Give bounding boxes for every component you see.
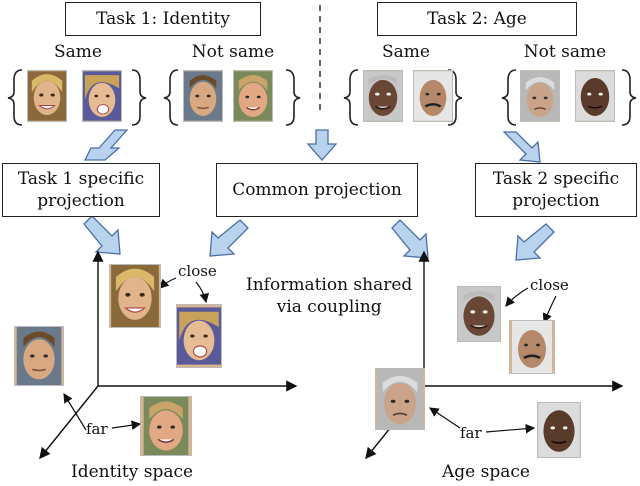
brace-left-3 — [343, 69, 359, 126]
brace-right-1 — [131, 69, 147, 126]
age-far-label: far — [460, 424, 482, 442]
face-bald-man-1 — [575, 70, 615, 122]
arrow-to-common — [306, 129, 338, 161]
face-laughing-1 — [82, 70, 122, 122]
brace-group — [7, 69, 637, 126]
block-arrows — [83, 129, 555, 261]
same-label-2: Same — [382, 42, 430, 62]
common-projection-box: Common projection — [216, 163, 418, 217]
task1-title-box: Task 1: Identity — [65, 2, 261, 36]
face-laughing-2 — [176, 304, 222, 368]
same-label-1: Same — [54, 42, 102, 62]
shared-information-note: Information shared via coupling — [246, 275, 413, 317]
face-man-brown-hair-1 — [183, 70, 223, 122]
face-old-woman-1 — [363, 70, 403, 122]
brace-left-1 — [7, 69, 23, 126]
face-bald-man-2 — [537, 402, 581, 458]
brace-right-2 — [285, 69, 301, 126]
task1-projection-label: Task 1 specific projection — [17, 169, 145, 211]
face-old-woman-2 — [457, 286, 501, 342]
face-man-blond-2 — [140, 396, 192, 456]
face-man-brown-hair-2 — [14, 326, 64, 386]
not-same-label-2: Not same — [523, 42, 607, 62]
identity-space-label: Identity space — [71, 462, 194, 482]
arrow-to-task2 — [502, 131, 541, 163]
age-close-label: close — [530, 276, 569, 294]
face-blonde-smile-1 — [27, 70, 67, 122]
identity-close-label: close — [178, 262, 217, 280]
face-old-man-gray-2 — [375, 368, 425, 430]
age-space-label: Age space — [442, 462, 530, 482]
face-man-blond-1 — [233, 70, 273, 122]
brace-right-4 — [621, 69, 637, 126]
face-old-man-mustache-2 — [509, 320, 555, 374]
not-same-label-1: Not same — [191, 42, 275, 62]
common-projection-label: Common projection — [232, 180, 402, 200]
brace-right-3 — [447, 69, 463, 126]
task2-title-box: Task 2: Age — [377, 2, 577, 36]
task2-title: Task 2: Age — [427, 9, 527, 29]
brace-left-4 — [501, 69, 517, 126]
arrow-common-left — [209, 219, 249, 257]
task2-projection-box: Task 2 specific projection — [475, 163, 637, 217]
identity-far-label: far — [86, 420, 108, 438]
face-blonde-smile-2 — [109, 264, 161, 328]
task2-projection-label: Task 2 specific projection — [492, 169, 620, 211]
arrow-task2-down — [515, 223, 555, 261]
arrow-common-right — [391, 219, 429, 259]
arrow-task1-down — [83, 215, 121, 255]
identity-axes — [39, 250, 298, 460]
task1-projection-box: Task 1 specific projection — [2, 163, 160, 217]
face-old-man-gray-1 — [520, 70, 560, 122]
brace-left-2 — [163, 69, 179, 126]
face-old-man-mustache-1 — [413, 70, 453, 122]
task1-title: Task 1: Identity — [96, 9, 230, 29]
arrow-to-task1 — [83, 129, 129, 161]
pointer-arrows — [63, 277, 557, 434]
